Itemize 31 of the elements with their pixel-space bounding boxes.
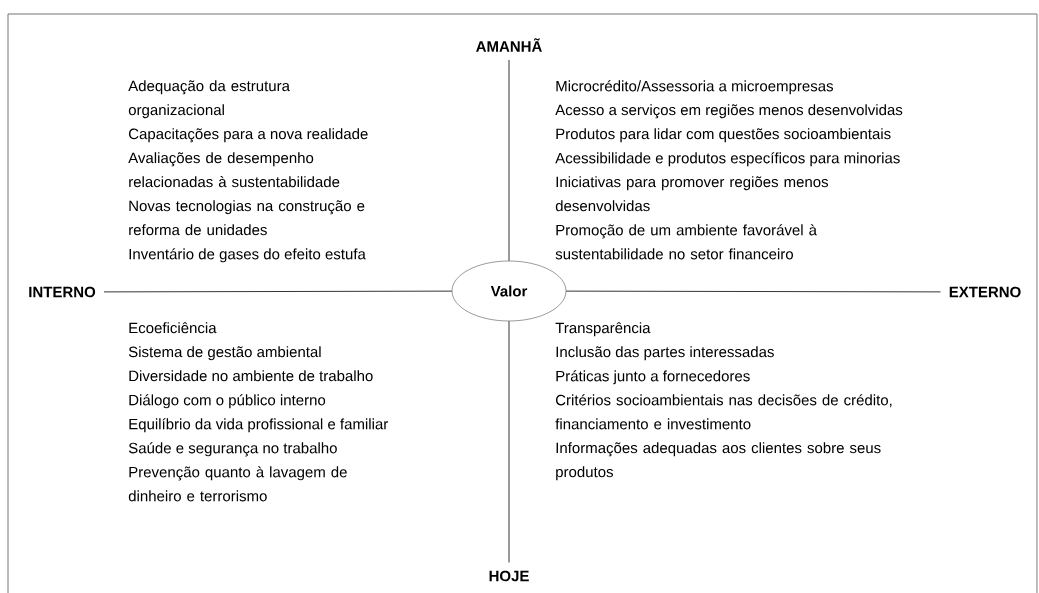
item-text: Produtos para lidar com questões socioambientais — [556, 128, 891, 143]
item-text: Capacitações para a nova realidade — [129, 128, 368, 143]
item-text: Critérios socioambientais nas decisões de crédito, financiamento e investimento — [555, 394, 892, 430]
item-text: Sistema de gestão ambiental — [128, 346, 321, 361]
item-text: Informações adequadas aos clientes sobre seus produtos — [556, 442, 881, 481]
item-text: Transparência — [555, 322, 651, 337]
item-text: Práticas junto a fornecedores — [556, 370, 750, 385]
axis-label: AMANHÃ — [476, 38, 542, 52]
item-text: Acessibilidade e produtos específicos para minorias — [555, 152, 900, 167]
item-text: Saúde e segurança no trabalho — [128, 442, 337, 457]
axis-label: INTERNO — [29, 286, 96, 298]
connector-line — [565, 290, 941, 293]
axis-label: EXTERNO — [949, 286, 1021, 298]
item-text: Novas tecnologias na construção e reforma de unidades — [129, 200, 365, 236]
connector-line — [103, 290, 453, 293]
item-text: Diversidade no ambiente de trabalho — [129, 370, 373, 382]
item-text: Microcrédito/Assessoria a microempresas — [556, 80, 833, 95]
item-text: Acesso a serviços em regiões menos desenvolvidas — [555, 104, 903, 119]
item-text: Adequação da estrutura organizacional — [128, 80, 290, 119]
item-text: Iniciativas para promover regiões menos desenvolvidas — [555, 176, 829, 212]
item-text: Equilíbrio da vida profissional e familiar — [129, 418, 388, 433]
axis-label: HOJE — [489, 570, 529, 582]
item-text: Prevenção quanto à lavagem de dinheiro e terrorismo — [128, 466, 347, 502]
item-text: Inclusão das partes interessadas — [556, 346, 774, 361]
item-text: Ecoeficiência — [129, 322, 217, 334]
item-text: Inventário de gases do efeito estufa — [129, 248, 366, 263]
connector-line — [508, 59, 510, 262]
item-text: Diálogo com o público interno — [129, 394, 326, 409]
connector-line — [508, 320, 510, 563]
item-text: Promoção de um ambiente favorável à sustentabilidade no setor financeiro — [555, 224, 817, 260]
item-text: Avaliações de desempenho relacionadas à sustentabilidade — [128, 152, 340, 188]
